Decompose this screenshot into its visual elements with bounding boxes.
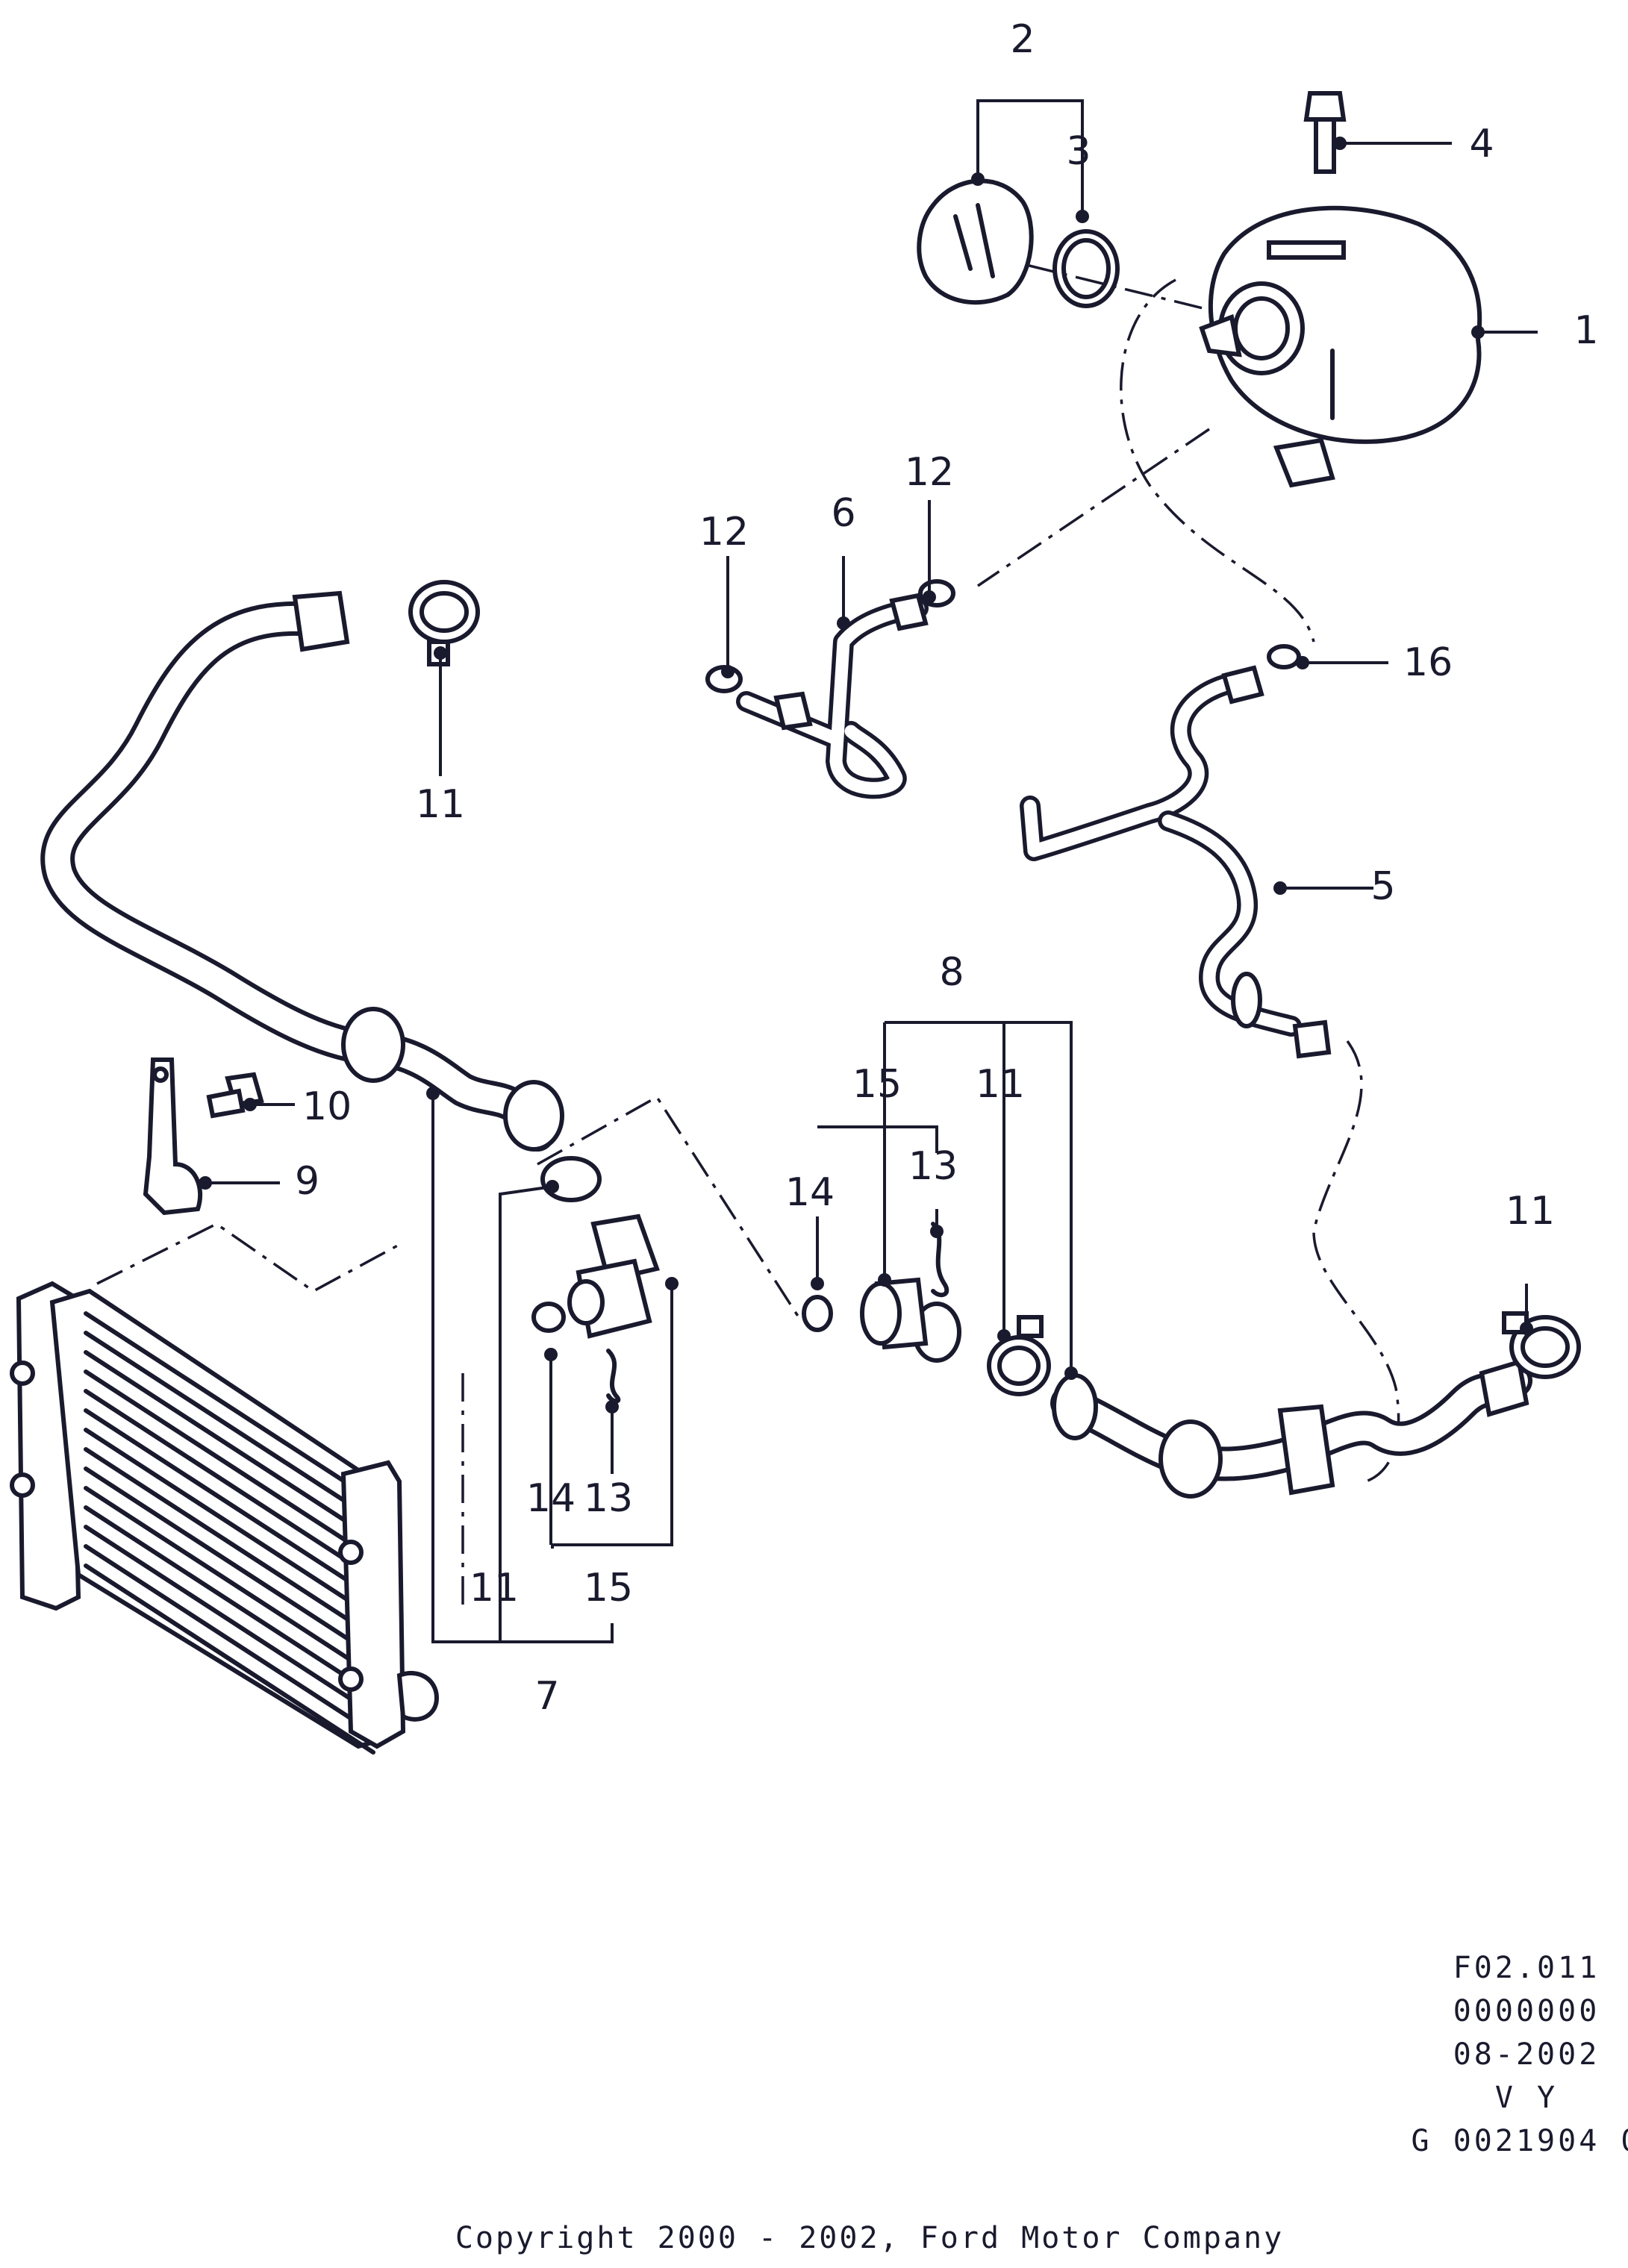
bolt-10 bbox=[206, 1072, 264, 1119]
radiator-fin bbox=[84, 1544, 375, 1735]
callout-1: 1 bbox=[1574, 308, 1598, 353]
copyright-notice: Copyright 2000 - 2002, Ford Motor Compan… bbox=[455, 2221, 1284, 2255]
callout-12-right: 12 bbox=[905, 450, 954, 495]
reference-number: 0000000 bbox=[1453, 1994, 1600, 2028]
callout-15-right: 15 bbox=[852, 1062, 902, 1107]
radiator-fin bbox=[84, 1408, 375, 1599]
callout-16: 16 bbox=[1403, 640, 1453, 685]
bolt-4 bbox=[1303, 91, 1347, 174]
callout-2: 2 bbox=[1010, 17, 1035, 62]
hose-clamp-top bbox=[408, 580, 480, 666]
callout-15-left: 15 bbox=[584, 1566, 633, 1611]
cap-seal-ring bbox=[1052, 229, 1120, 308]
radiator-fin bbox=[84, 1466, 375, 1658]
bleed-pipe-6 bbox=[705, 579, 955, 799]
expansion-tank bbox=[1199, 205, 1482, 488]
bracket-9 bbox=[143, 1058, 203, 1216]
callout-7: 7 bbox=[534, 1674, 559, 1719]
callout-8: 8 bbox=[939, 950, 964, 995]
leader-dots bbox=[199, 137, 1533, 1413]
radiator-fin bbox=[84, 1311, 375, 1502]
right-connector-cluster bbox=[802, 1222, 1051, 1396]
radiator-fin bbox=[84, 1447, 375, 1638]
callout-4: 4 bbox=[1469, 122, 1494, 166]
radiator-fin bbox=[84, 1525, 375, 1716]
radiator-fin bbox=[84, 1369, 375, 1561]
reference-initials: V Y bbox=[1495, 2081, 1558, 2115]
callout-labels: 2 3 4 1 12 6 12 11 16 5 8 15 11 13 14 11… bbox=[295, 17, 1599, 1719]
radiator-fin bbox=[84, 1350, 375, 1541]
callout-13-right: 13 bbox=[908, 1144, 958, 1189]
callout-3: 3 bbox=[1066, 129, 1091, 174]
callout-11-top: 11 bbox=[416, 782, 465, 827]
radiator-fin bbox=[84, 1389, 375, 1580]
radiator-fin bbox=[84, 1428, 375, 1619]
callout-9: 9 bbox=[295, 1159, 319, 1204]
radiator-fin bbox=[84, 1486, 375, 1677]
callout-13-left: 13 bbox=[584, 1476, 633, 1521]
radiator-fin bbox=[84, 1563, 375, 1755]
callout-5: 5 bbox=[1370, 864, 1395, 909]
callout-10: 10 bbox=[302, 1084, 352, 1129]
reference-date: 08-2002 bbox=[1453, 2037, 1600, 2072]
radiator-fin bbox=[84, 1331, 375, 1522]
assembly-dash-lines bbox=[96, 263, 1400, 1605]
callout-11-right: 11 bbox=[1506, 1189, 1555, 1234]
reference-drawing-id: G 0021904 0 bbox=[1412, 2124, 1628, 2158]
radiator bbox=[10, 1281, 440, 1755]
vent-hose-5 bbox=[1020, 644, 1332, 1059]
callout-14-left: 14 bbox=[526, 1476, 576, 1521]
callout-6: 6 bbox=[831, 491, 855, 536]
leader-lines bbox=[205, 99, 1538, 1643]
radiator-fin bbox=[84, 1505, 375, 1696]
callout-14-right: 14 bbox=[785, 1170, 835, 1215]
filler-cap bbox=[917, 178, 1034, 305]
drawing-reference-block: F02.011 0000000 08-2002 V Y G 0021904 0 bbox=[1412, 1951, 1628, 2158]
lower-hose-assembly bbox=[1050, 1359, 1532, 1499]
reference-code: F02.011 bbox=[1453, 1951, 1600, 1985]
callout-11-mid: 11 bbox=[976, 1062, 1025, 1107]
callout-12-left: 12 bbox=[699, 510, 749, 554]
upper-radiator-hose bbox=[40, 590, 564, 1152]
callout-11-left: 11 bbox=[470, 1566, 519, 1611]
